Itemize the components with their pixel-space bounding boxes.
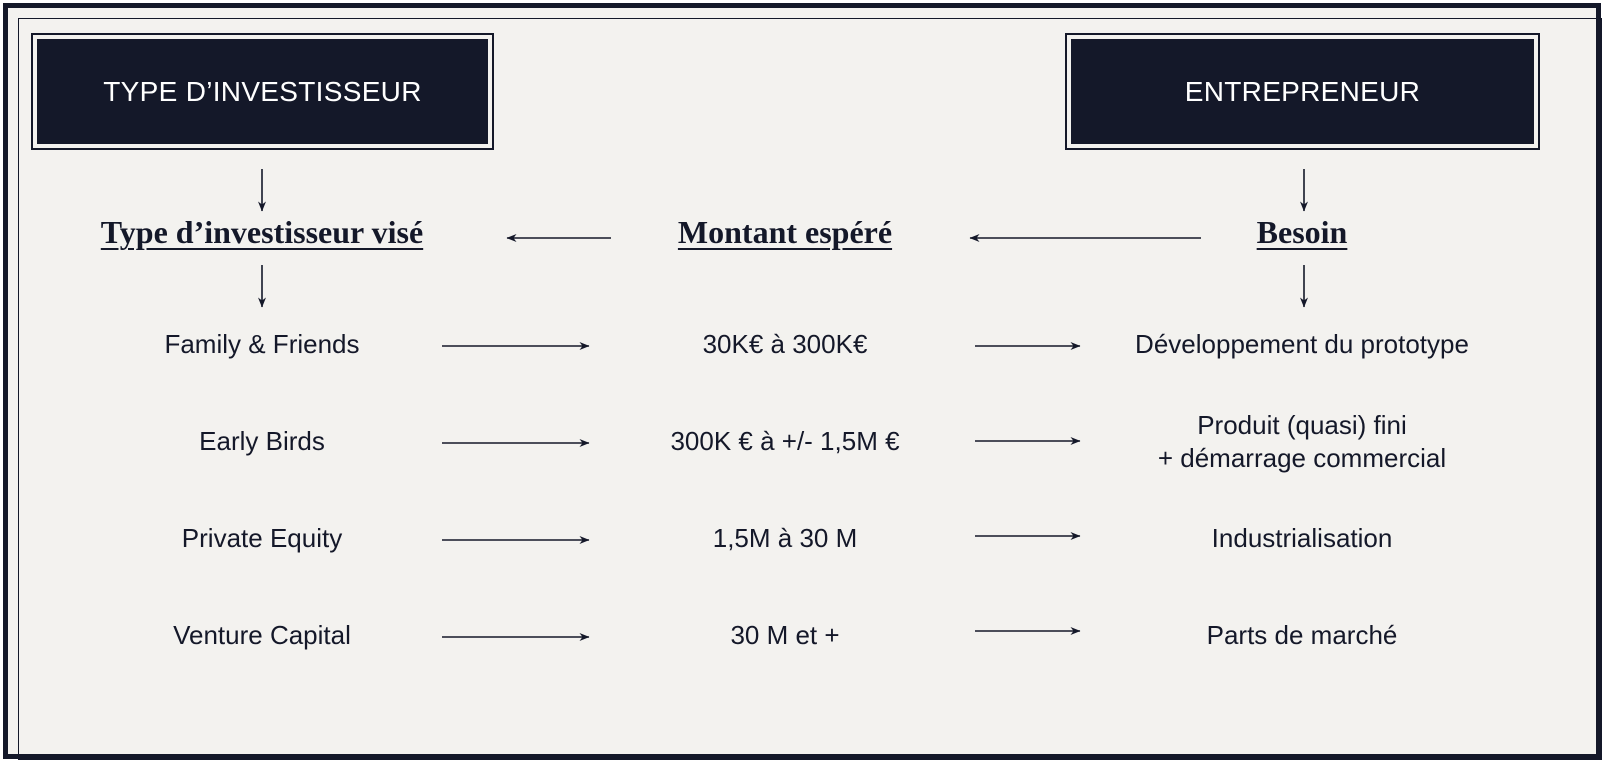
need-title: Besoin (1256, 214, 1348, 250)
need-row-1: Développement du prototype (1135, 329, 1469, 359)
investor-type-header-box: TYPE D’INVESTISSEUR (31, 33, 494, 150)
amount-row-3: 1,5M à 30 M (712, 523, 858, 553)
need-row-4: Parts de marché (1206, 620, 1398, 650)
need-row-3: Industrialisation (1211, 523, 1393, 553)
investor-type-header: TYPE D’INVESTISSEUR (37, 39, 488, 144)
investor-target-title: Type d’investisseur visé (100, 214, 424, 250)
need-row-2: Produit (quasi) fini + démarrage commerc… (1157, 410, 1447, 473)
diagram-inner-border (18, 18, 1602, 760)
amount-row-2: 300K € à +/- 1,5M € (670, 426, 900, 456)
investor-private-equity: Private Equity (181, 523, 343, 553)
investor-venture-capital: Venture Capital (173, 620, 351, 650)
expected-amount-title: Montant espéré (677, 214, 893, 250)
investor-family-friends: Family & Friends (164, 329, 360, 359)
entrepreneur-header-box: ENTREPRENEUR (1065, 33, 1540, 150)
amount-row-4: 30 M et + (730, 620, 840, 650)
investor-early-birds: Early Birds (199, 426, 325, 456)
amount-row-1: 30K€ à 300K€ (702, 329, 868, 359)
entrepreneur-header: ENTREPRENEUR (1071, 39, 1534, 144)
